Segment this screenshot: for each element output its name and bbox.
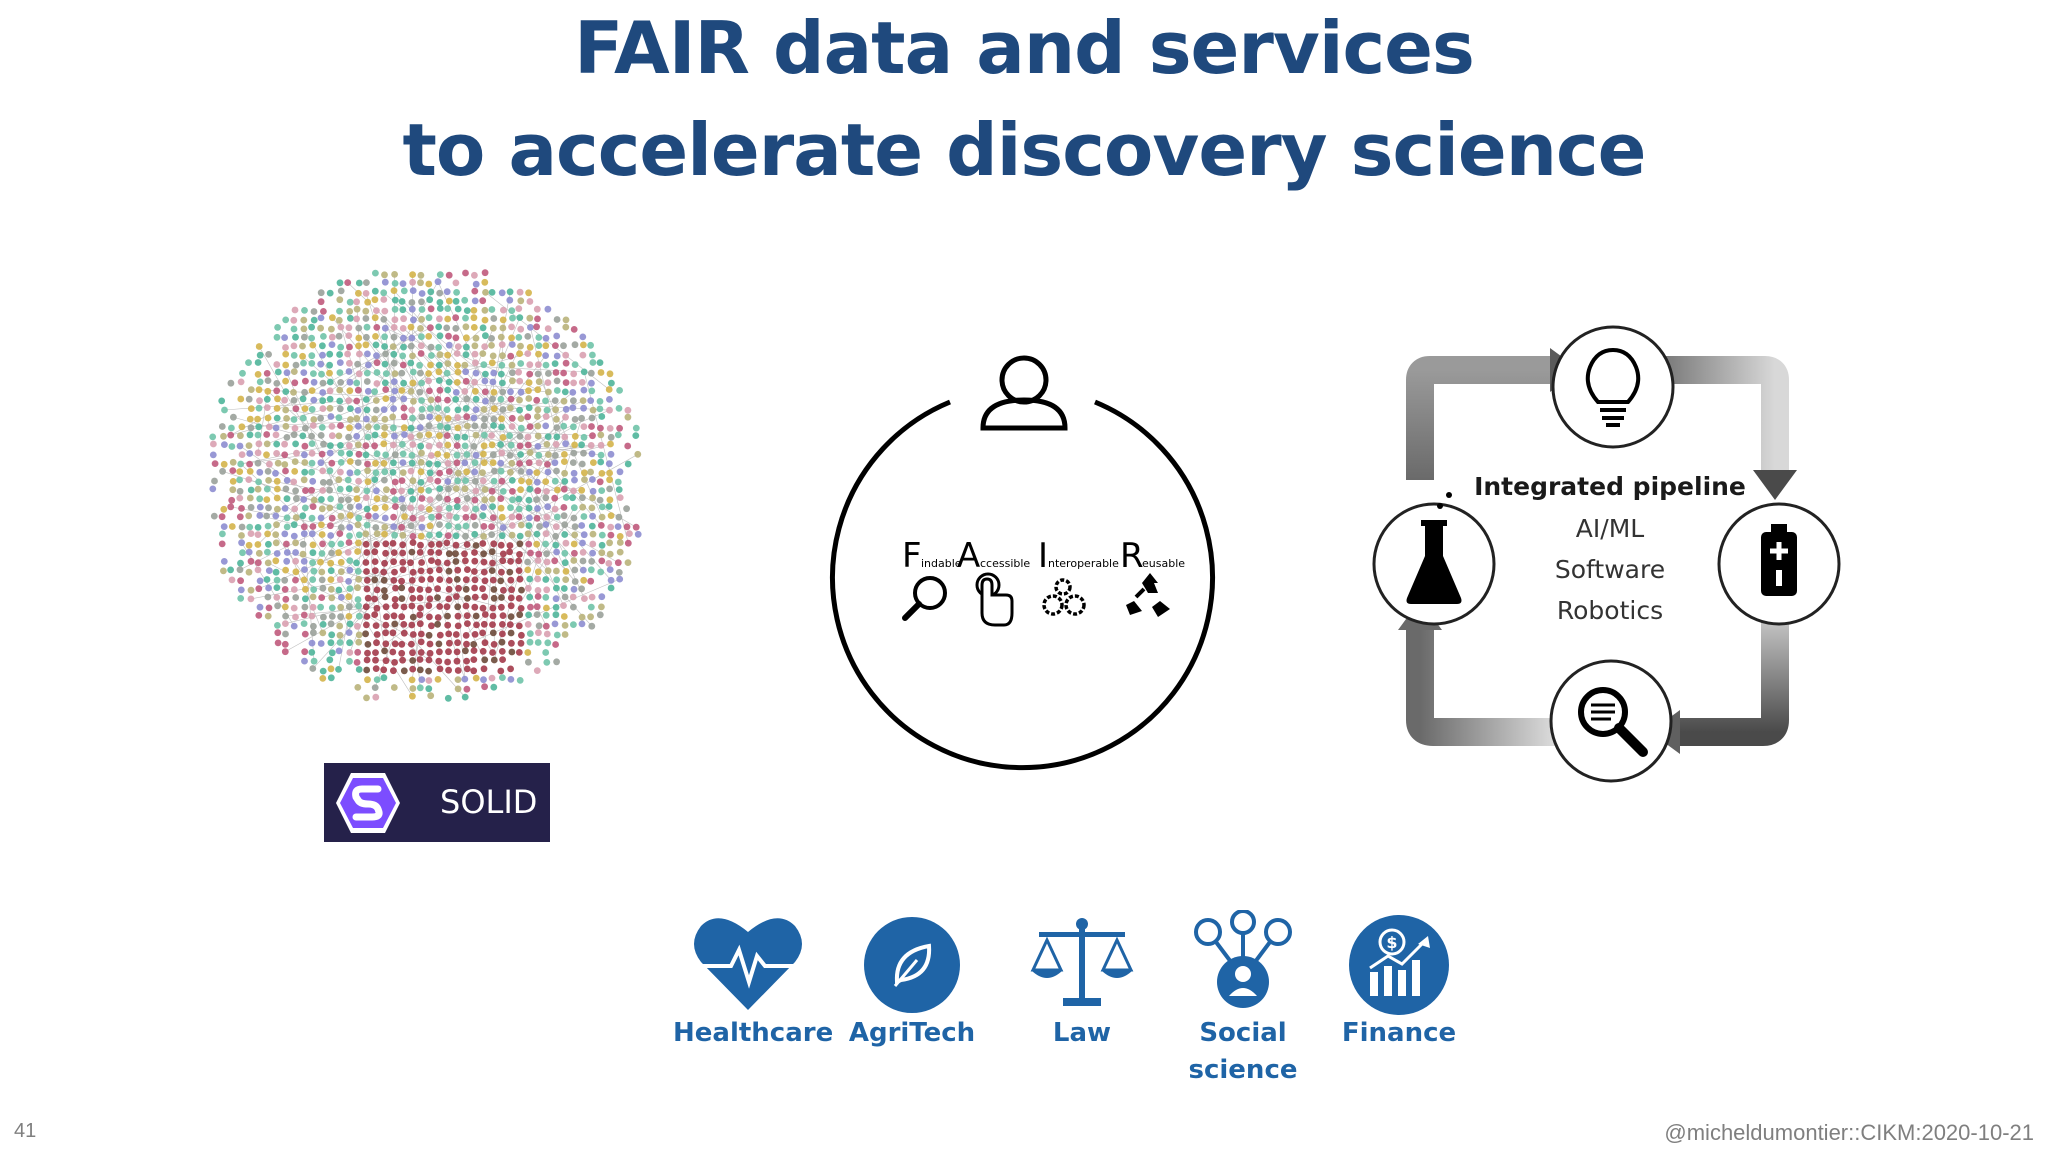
finance-chart-icon: $: [1349, 915, 1449, 1015]
pipeline-heading: Integrated pipeline: [1474, 472, 1746, 501]
domain-healthcare: Healthcare: [673, 910, 834, 1052]
heart-pulse-icon: [694, 918, 802, 1010]
domain-law: Law: [1007, 910, 1157, 1052]
fair-word-accessible: ccessible: [980, 557, 1030, 570]
fair-word-reusable: eusable: [1142, 557, 1185, 570]
slide-title-line1: FAIR data and services: [574, 6, 1475, 90]
person-icon: [980, 355, 1068, 431]
domain-agritech: AgriTech: [837, 910, 987, 1052]
solid-label: SOLID: [440, 783, 538, 821]
leaf-icon: [864, 917, 960, 1013]
fair-word-interoperable: nteroperable: [1048, 557, 1119, 570]
fair-letter-i: I: [1038, 536, 1048, 576]
fair-circle-diagram: F indable A ccessible I nteroperable R e…: [830, 355, 1215, 771]
battery-icon: [1761, 524, 1797, 596]
solid-logo: SOLID: [324, 763, 550, 842]
slide-title-line2: to accelerate discovery science: [402, 108, 1647, 192]
lightbulb-icon: [1585, 347, 1641, 427]
pipeline-line-robotics: Robotics: [1557, 596, 1663, 625]
fair-letter-r: R: [1120, 536, 1144, 576]
scales-icon: [1030, 918, 1134, 1006]
domain-label-finance: Finance: [1341, 1018, 1457, 1048]
fair-word-findable: indable: [921, 557, 962, 570]
flask-icon: [1406, 492, 1462, 604]
search-document-icon: [1578, 687, 1648, 757]
slide-number: 41: [14, 1120, 37, 1142]
people-network-icon: [1194, 910, 1292, 1008]
domain-label-agritech: AgriTech: [848, 1018, 976, 1048]
fair-letter-f: F: [902, 536, 922, 576]
network-graph-image: [209, 269, 642, 702]
solid-hex-icon: [336, 773, 400, 833]
gears-icon: [1042, 578, 1086, 616]
domain-label-social: Social: [1199, 1018, 1287, 1048]
footer-handle: @micheldumontier::CIKM:2020-10-21: [1664, 1120, 2034, 1145]
domain-label-law: Law: [1052, 1018, 1112, 1048]
domain-social-science: Social science: [1168, 910, 1318, 1089]
domain-finance: $ Finance: [1324, 910, 1474, 1052]
domain-label-science: science: [1188, 1055, 1298, 1085]
magnifier-icon: [902, 576, 947, 621]
svg-text:$: $: [1386, 933, 1397, 952]
domain-label-healthcare: Healthcare: [673, 1018, 834, 1048]
integrated-pipeline-diagram: Integrated pipeline AI/ML Software Robot…: [1372, 325, 1841, 783]
recycle-icon: [1126, 573, 1170, 617]
pipeline-line-software: Software: [1555, 555, 1665, 584]
pointer-hand-icon: [975, 572, 1014, 627]
pipeline-line-aiml: AI/ML: [1576, 514, 1644, 543]
fair-letter-a: A: [957, 536, 980, 576]
